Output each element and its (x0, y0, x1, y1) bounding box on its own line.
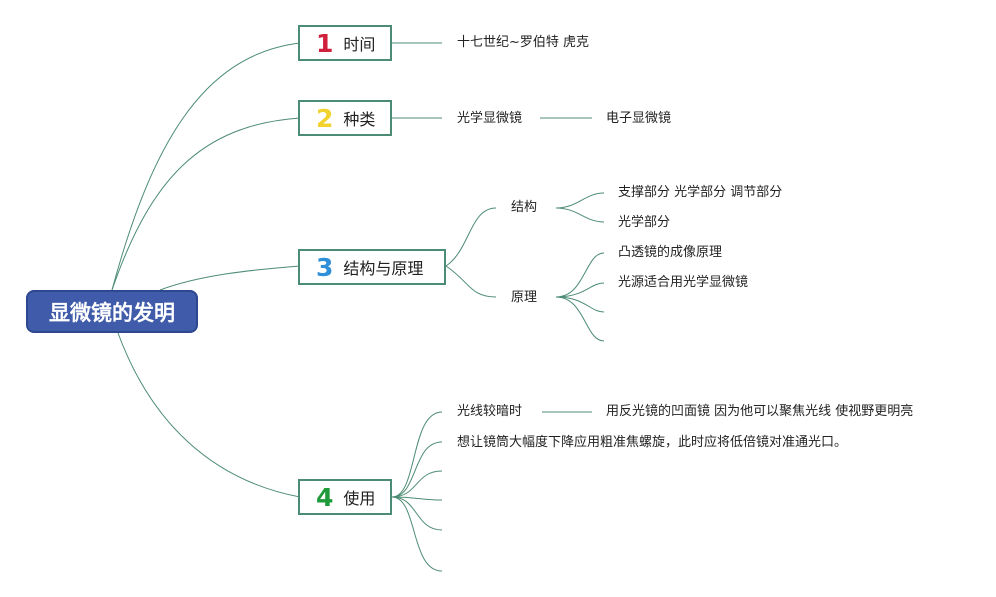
branch-time[interactable]: 1 时间 (298, 25, 392, 61)
branch-types[interactable]: 2 种类 (298, 100, 392, 136)
link-principle-c2 (555, 282, 605, 298)
branch-usage[interactable]: 4 使用 (298, 479, 392, 515)
leaf-optical-microscope[interactable]: 光学显微镜 (457, 111, 523, 126)
branch-number: 4 (316, 482, 334, 512)
link-principle-c3 (555, 296, 605, 313)
link-structure-c1 (555, 192, 605, 209)
link-b4-c4 (391, 496, 443, 501)
link-b3-structure (445, 207, 497, 267)
link-root-b2 (111, 117, 301, 291)
link-structure-c2 (555, 207, 605, 223)
leaf-low-light[interactable]: 光线较暗时 (457, 404, 523, 419)
leaf-principle-lens[interactable]: 凸透镜的成像原理 (618, 245, 723, 260)
leaf-time-value[interactable]: 十七世纪~罗伯特 虎克 (457, 35, 590, 50)
link-b4-c5 (391, 496, 443, 531)
branch-number: 3 (316, 252, 334, 282)
branch-number: 1 (316, 28, 334, 58)
link-principle-c1 (555, 252, 605, 298)
branch-label: 时间 (343, 35, 376, 54)
branch-number: 2 (316, 103, 334, 133)
link-root-b1 (111, 42, 301, 291)
leaf-coarse-focus[interactable]: 想让镜筒大幅度下降应用粗准焦螺旋，此时应将低倍镜对准通光口。 (457, 435, 848, 450)
leaf-electron-microscope[interactable]: 电子显微镜 (606, 111, 672, 126)
link-root-b3 (159, 265, 301, 291)
link-b3-principle (445, 265, 497, 298)
leaf-principle-light[interactable]: 光源适合用光学显微镜 (618, 275, 749, 290)
branch-structure-principle[interactable]: 3 结构与原理 (298, 249, 446, 285)
branch-label: 种类 (343, 110, 376, 129)
branch-label: 使用 (343, 489, 376, 508)
root-topic-label: 显微镜的发明 (49, 300, 175, 325)
link-b4-c2 (391, 441, 443, 498)
link-b4-c3 (391, 470, 443, 498)
leaf-structure-optical[interactable]: 光学部分 (618, 215, 671, 230)
link-b4-c6 (391, 496, 443, 572)
link-root-b4 (117, 332, 301, 498)
leaf-low-light-detail[interactable]: 用反光镜的凹面镜 因为他可以聚焦光线 使视野更明亮 (606, 404, 914, 419)
link-principle-c4 (555, 296, 605, 342)
branch-label: 结构与原理 (343, 259, 424, 278)
root-topic[interactable]: 显微镜的发明 (26, 290, 198, 333)
subtopic-structure[interactable]: 结构 (511, 200, 538, 215)
link-b4-c1 (391, 411, 443, 498)
leaf-structure-parts[interactable]: 支撑部分 光学部分 调节部分 (618, 185, 783, 200)
subtopic-principle[interactable]: 原理 (511, 290, 538, 305)
